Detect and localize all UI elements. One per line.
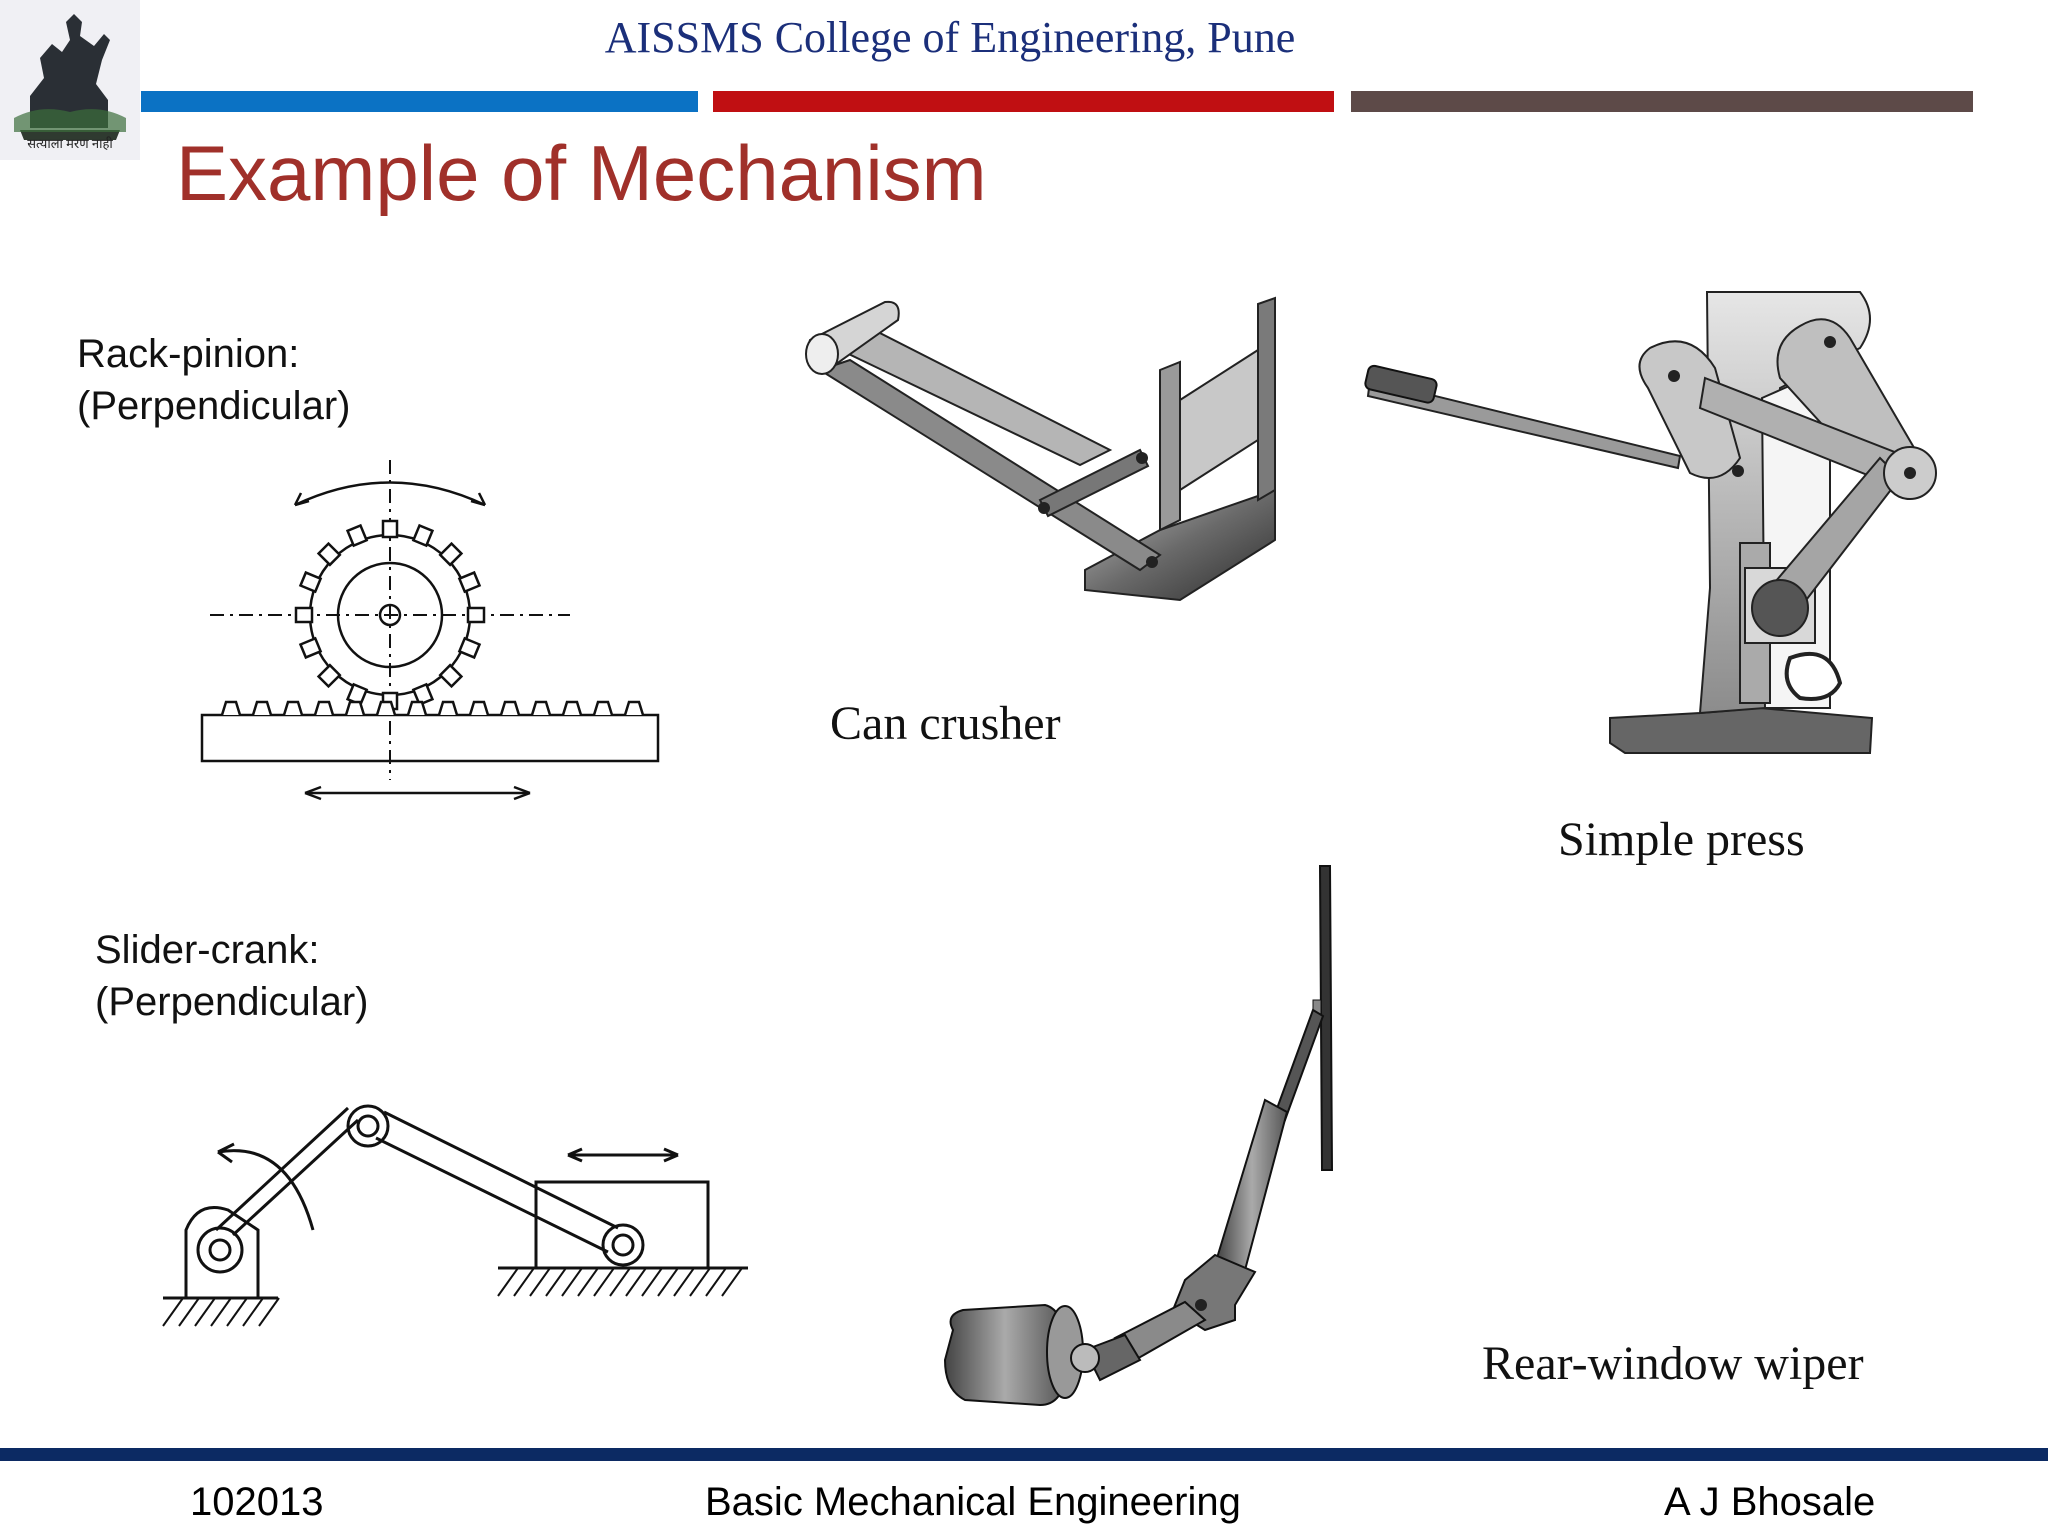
gear-tooth — [294, 606, 314, 624]
can-crusher-caption: Can crusher — [830, 697, 1061, 750]
gear-tooth — [457, 570, 482, 594]
ground-hatch-line — [513, 1267, 535, 1297]
rack-pinion-label-line1: Rack-pinion: — [77, 332, 300, 376]
rack-pinion-label-line2: (Perpendicular) — [77, 384, 351, 428]
ground-hatch-line — [178, 1297, 200, 1327]
gear-tooth — [298, 570, 323, 594]
college-name: AISSMS College of Engineering, Pune — [604, 13, 1296, 62]
ground-hatch-line — [226, 1297, 248, 1327]
header-bar-brown — [1351, 91, 1973, 112]
gear-tooth — [466, 606, 486, 624]
rack-tooth — [375, 700, 397, 716]
ground-hatch-line — [162, 1297, 184, 1327]
ground-hatch-line — [625, 1267, 647, 1297]
gear-tooth — [411, 523, 435, 548]
simple-press-illustration — [1364, 291, 1937, 754]
ground-hatch-line — [657, 1267, 679, 1297]
rack-tooth — [313, 700, 335, 716]
gear-tooth — [316, 663, 342, 689]
college-logo: सत्याला मरण नाही — [0, 0, 140, 160]
rack-tooth — [406, 700, 428, 716]
ground-hatch-line — [705, 1267, 727, 1297]
rack-tooth — [623, 700, 645, 716]
rack-tooth — [592, 700, 614, 716]
slider-crank-diagram — [162, 1104, 748, 1327]
rack-tooth — [530, 700, 552, 716]
gear-tooth — [438, 663, 464, 689]
rack-tooth — [499, 700, 521, 716]
ground-hatch-line — [497, 1267, 519, 1297]
gear-tooth — [345, 523, 369, 548]
ground-hatch-line — [641, 1267, 663, 1297]
rack-pinion-diagram — [200, 460, 660, 801]
rear-wiper-caption: Rear-window wiper — [1482, 1337, 1864, 1390]
ground-hatch-line — [529, 1267, 551, 1297]
rack-tooth — [282, 700, 304, 716]
ground-hatch-line — [242, 1297, 264, 1327]
rack-tooth — [251, 700, 273, 716]
rack-tooth — [468, 700, 490, 716]
ground-hatch-line — [721, 1267, 743, 1297]
ground-hatch-line — [689, 1267, 711, 1297]
ground-hatch-line — [673, 1267, 695, 1297]
rack-tooth — [437, 700, 459, 716]
footer-course-name: Basic Mechanical Engineering — [705, 1480, 1241, 1524]
can-crusher-illustration — [805, 296, 1276, 602]
ground-hatch-line — [609, 1267, 631, 1297]
rear-wiper-illustration — [943, 865, 1334, 1407]
ground-hatch-line — [545, 1267, 567, 1297]
slide-title: Example of Mechanism — [176, 129, 987, 217]
gear-tooth — [457, 636, 482, 660]
ground-hatch-line — [593, 1267, 615, 1297]
ground-hatch-line — [561, 1267, 583, 1297]
ground-hatch-line — [210, 1297, 232, 1327]
ground-hatch-line — [577, 1267, 599, 1297]
gear-tooth — [411, 682, 435, 707]
footer-author: A J Bhosale — [1664, 1480, 1876, 1524]
gear-tooth — [381, 519, 399, 539]
footer-course-code: 102013 — [190, 1480, 324, 1524]
slider-crank-label-line1: Slider-crank: — [95, 928, 320, 972]
gear-tooth — [298, 636, 323, 660]
horse-statue-icon — [14, 14, 126, 140]
slider-crank-label-line2: (Perpendicular) — [95, 980, 369, 1024]
rack-tooth — [561, 700, 583, 716]
rack-tooth — [344, 700, 366, 716]
header-bar-red — [713, 91, 1334, 112]
header-bar-blue — [141, 91, 698, 112]
gear-tooth — [316, 541, 342, 567]
simple-press-caption: Simple press — [1558, 813, 1805, 866]
logo-motto: सत्याला मरण नाही — [27, 136, 113, 151]
rack-pinion-label: Rack-pinion: (Perpendicular) — [77, 328, 350, 432]
slider-crank-label: Slider-crank: (Perpendicular) — [95, 924, 368, 1028]
footer-divider — [0, 1448, 2048, 1461]
rack-tooth — [220, 700, 242, 716]
ground-hatch-line — [194, 1297, 216, 1327]
gear-tooth — [438, 541, 464, 567]
ground-hatch-line — [258, 1297, 280, 1327]
